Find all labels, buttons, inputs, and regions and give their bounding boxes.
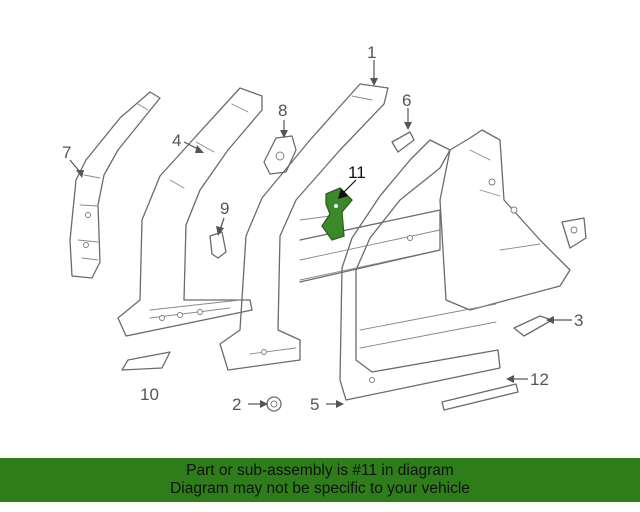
part-5-outer-body-side [339, 129, 571, 401]
part-7-pillar-reinforcement [69, 91, 161, 279]
part-4-inner-side-panel [117, 87, 263, 337]
callout-1: 1 [367, 43, 376, 62]
callout-8: 8 [278, 101, 287, 120]
callout-4: 4 [172, 131, 181, 150]
part-3-bracket [513, 315, 553, 337]
callout-5: 5 [310, 395, 319, 414]
notice-line-1: Part or sub-assembly is #11 in diagram [186, 462, 454, 479]
callout-11: 11 [348, 163, 366, 182]
callout-9: 9 [220, 199, 229, 218]
callout-10: 10 [140, 385, 159, 404]
part-1-center-pillar [219, 83, 441, 371]
parts-diagram: 1 4 7 8 6 9 11 3 12 10 2 5 [62, 43, 587, 414]
callout-leaders [69, 60, 572, 408]
part-10-plate [121, 351, 171, 371]
callout-2: 2 [232, 395, 241, 414]
part-2-plug [266, 396, 282, 412]
notice-banner: Part or sub-assembly is #11 in diagram D… [0, 458, 640, 502]
part-rear-flange [561, 217, 587, 249]
callout-12: 12 [530, 370, 549, 389]
part-8-bracket [263, 135, 297, 175]
callout-6: 6 [402, 91, 411, 110]
callout-3: 3 [574, 311, 583, 330]
part-12-rocker-strip [441, 383, 519, 411]
notice-line-2: Diagram may not be specific to your vehi… [170, 480, 470, 497]
part-6-bracket [391, 131, 415, 153]
callout-7: 7 [62, 143, 71, 162]
